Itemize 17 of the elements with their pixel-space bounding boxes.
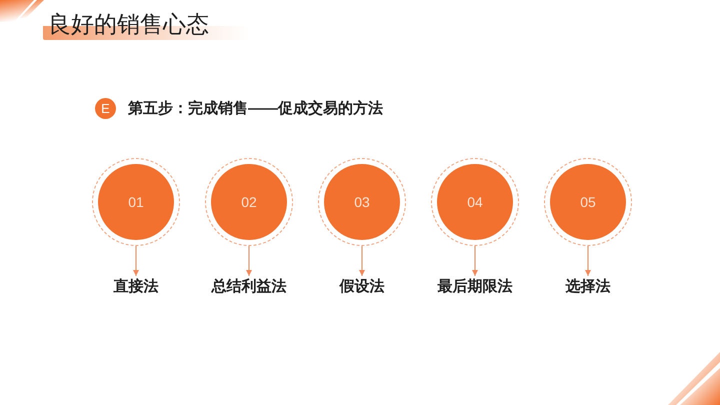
- method-label: 选择法: [566, 276, 610, 298]
- arrow: [359, 246, 365, 276]
- method-label: 假设法: [340, 276, 384, 298]
- number-circle: 01: [92, 158, 180, 246]
- letter-badge: E: [95, 98, 116, 119]
- method-label: 最后期限法: [438, 276, 512, 298]
- method-label: 总结利益法: [212, 276, 286, 298]
- number-circle: 02: [205, 158, 293, 246]
- number-circle: 03: [318, 158, 406, 246]
- arrow: [246, 246, 252, 276]
- arrow: [472, 246, 478, 276]
- number-circle: 04: [431, 158, 519, 246]
- arrow: [585, 246, 591, 276]
- number-circle: 05: [544, 158, 632, 246]
- arrow: [133, 246, 139, 276]
- step-heading: 第五步：完成销售——促成交易的方法: [128, 98, 383, 118]
- method-label: 直接法: [114, 276, 158, 298]
